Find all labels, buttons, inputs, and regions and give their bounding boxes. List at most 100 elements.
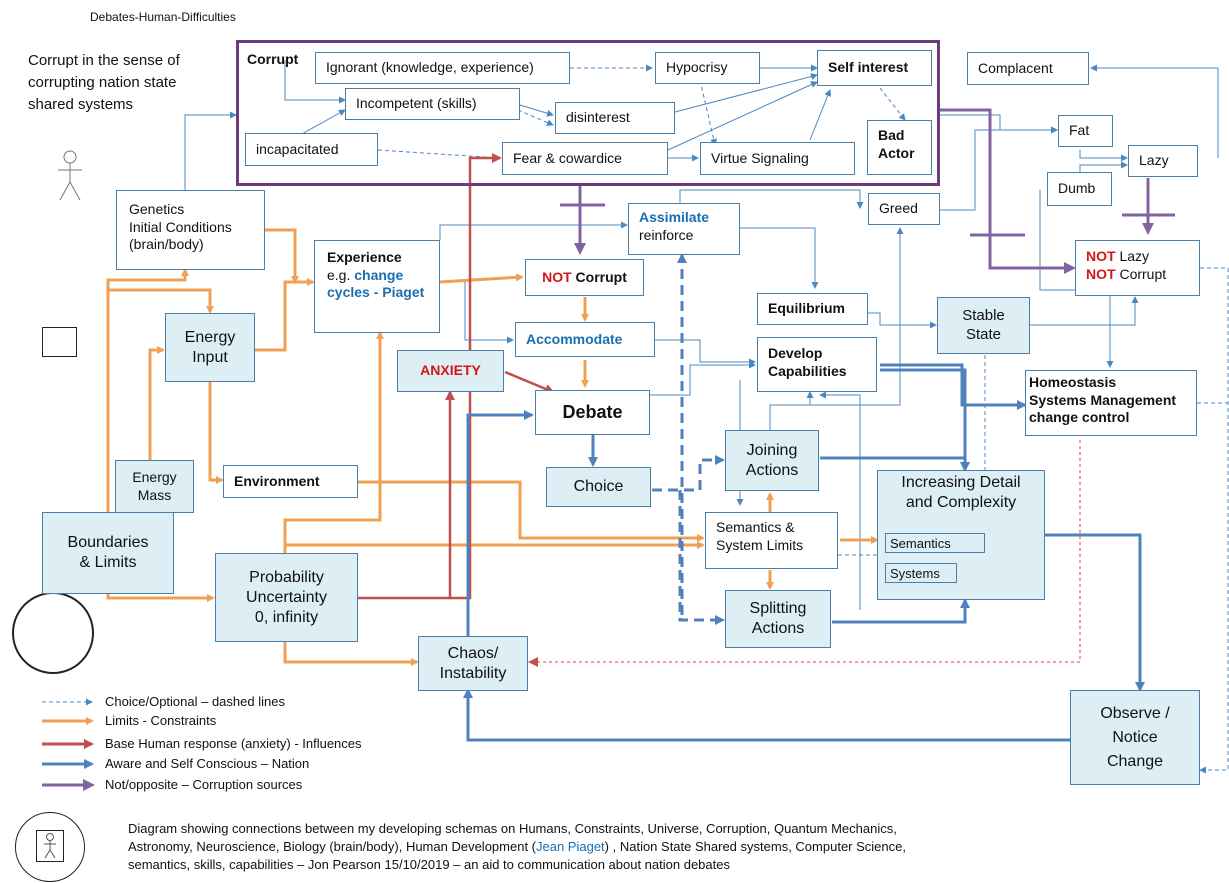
genetics-line-3: (brain/body) [129, 236, 204, 252]
probability-box: Probability Uncertainty 0, infinity [215, 553, 358, 642]
experience-box: Experience e.g. change cycles - Piaget [314, 240, 440, 333]
corrupt-label: Corrupt [247, 51, 299, 67]
page-title: Debates-Human-Difficulties [90, 10, 236, 24]
sub-systems-box: Systems [885, 563, 957, 583]
assimilate-label: Assimilate [639, 209, 710, 225]
stable-state-box: Stable State [937, 297, 1030, 354]
bl-splitting-increasing [832, 598, 970, 624]
intro-text: Corrupt in the sense of corrupting natio… [28, 50, 180, 115]
or-energymass-energyin [148, 346, 165, 460]
caption-line-1: Diagram showing connections between my d… [128, 821, 897, 836]
chaos-line-2: Instability [439, 664, 507, 682]
incapacitated-box: incapacitated [245, 133, 378, 166]
link-exp-assim [439, 221, 628, 240]
not-corrupt-text: Corrupt [1115, 265, 1167, 282]
bad-actor-box: Bad Actor [867, 120, 932, 175]
sub-semantics-box: Semantics [885, 533, 985, 553]
link-debate-develop [650, 361, 756, 396]
empty-circle-icon [12, 592, 94, 674]
fat-box: Fat [1058, 115, 1113, 147]
red-prob-anxiety [358, 390, 455, 600]
incompetent-box: Incompetent (skills) [345, 88, 520, 120]
caption-line-3: semantics, skills, capabilities – Jon Pe… [128, 857, 730, 873]
dash-red-return [528, 440, 1081, 667]
hypocrisy-box: Hypocrisy [655, 52, 760, 84]
energy-mass-line-1: Energy [132, 469, 177, 485]
stick-figure-icon [55, 150, 85, 205]
experience-eg: e.g. [327, 266, 355, 283]
joining-box: Joining Actions [725, 430, 819, 491]
bl-observe-chaos [463, 688, 1070, 742]
greed-box: Greed [868, 193, 940, 225]
pu-corrupt-notlazy [940, 108, 1076, 274]
observe-line-2: Notice [1112, 728, 1158, 746]
splitting-box: Splitting Actions [725, 590, 831, 648]
boundaries-line-1: Boundaries [67, 534, 149, 551]
or-energyin-env [208, 382, 224, 484]
environment-box: Environment [223, 465, 358, 498]
legend-item-dashed: Choice/Optional – dashed lines [105, 694, 285, 709]
equilibrium-box: Equilibrium [757, 293, 868, 325]
or-prob-exp [283, 331, 384, 555]
experience-link-1: change [354, 266, 404, 283]
bl-chaos-debate [466, 410, 534, 637]
increasing-box: Increasing Detail and Complexity Semanti… [877, 470, 1045, 600]
virtue-signaling-box: Virtue Signaling [700, 142, 855, 175]
complacent-box: Complacent [967, 52, 1089, 85]
energy-input-box: Energy Input [165, 313, 255, 382]
energy-input-line-2: Input [192, 348, 228, 366]
dash-incap-fear [377, 149, 501, 162]
bad-actor-line-2: Actor [878, 144, 915, 161]
dumb-box: Dumb [1047, 172, 1112, 206]
disinterest-box: disinterest [555, 102, 675, 134]
legend-item-purple: Not/opposite – Corruption sources [105, 777, 303, 792]
homeo-line-3: change control [1029, 409, 1130, 425]
reinforce-label: reinforce [639, 226, 694, 243]
develop-box: Develop Capabilities [757, 337, 877, 392]
experience-link-2: cycles - Piaget [327, 284, 425, 300]
increasing-line-1: Increasing Detail [901, 474, 1021, 491]
or-genetics-exp [265, 228, 299, 284]
experience-title: Experience [327, 249, 402, 265]
bl-develop-increasing [880, 368, 970, 472]
boundaries-line-2: & Limits [79, 554, 137, 571]
energy-mass-line-2: Mass [137, 486, 172, 503]
semantics-line-2: System Limits [716, 536, 804, 553]
link-greed-fat [940, 126, 1058, 211]
bl-develop-homeo [880, 363, 1027, 410]
stable-line-1: Stable [962, 306, 1005, 324]
observe-box: Observe / Notice Change [1070, 690, 1200, 785]
self-interest-box: Self interest [817, 50, 932, 86]
chaos-line-1: Chaos/ [447, 644, 499, 662]
observe-line-3: Change [1106, 752, 1164, 770]
energy-mass-box: Energy Mass [115, 460, 194, 513]
genetics-line-1: Genetics [129, 201, 185, 217]
stable-line-2: State [965, 325, 1002, 343]
link-virtue-self [809, 89, 832, 141]
caption-line-2a: Astronomy, Neuroscience, Biology (brain/… [128, 839, 536, 855]
fear-box: Fear & cowardice [502, 142, 668, 175]
probability-line-3: 0, infinity [254, 608, 319, 626]
bad-actor-line-1: Bad [878, 127, 905, 143]
not-lazy-corrupt-box: NOT Lazy NOT Corrupt [1075, 240, 1200, 296]
homeostasis-box: Homeostasis Systems Management change co… [1025, 370, 1197, 436]
link-stable-notlazy [1030, 296, 1139, 326]
homeo-line-1: Homeostasis [1029, 374, 1117, 390]
semantics-line-1: Semantics & [716, 519, 795, 535]
red-anxiety-debate [504, 370, 555, 394]
or-boundaries-genetics [106, 268, 189, 515]
dash-notlazy-observe [1199, 267, 1229, 774]
link-fear-self [667, 81, 818, 151]
semantics-box: Semantics & System Limits [705, 512, 838, 569]
probability-line-1: Probability [249, 568, 324, 586]
link-assim-equil [740, 227, 819, 289]
legend-item-orange: Limits - Constraints [105, 713, 217, 728]
not-corrupt-box: NOT Corrupt [525, 259, 644, 296]
link-lazy-complacent [1090, 64, 1219, 158]
joining-line-1: Joining [746, 441, 798, 459]
bl-increasing-observe [1045, 533, 1145, 692]
develop-line-2: Capabilities [768, 362, 847, 379]
not-word-lazy: NOT [1086, 248, 1116, 264]
chaos-box: Chaos/ Instability [418, 636, 528, 691]
